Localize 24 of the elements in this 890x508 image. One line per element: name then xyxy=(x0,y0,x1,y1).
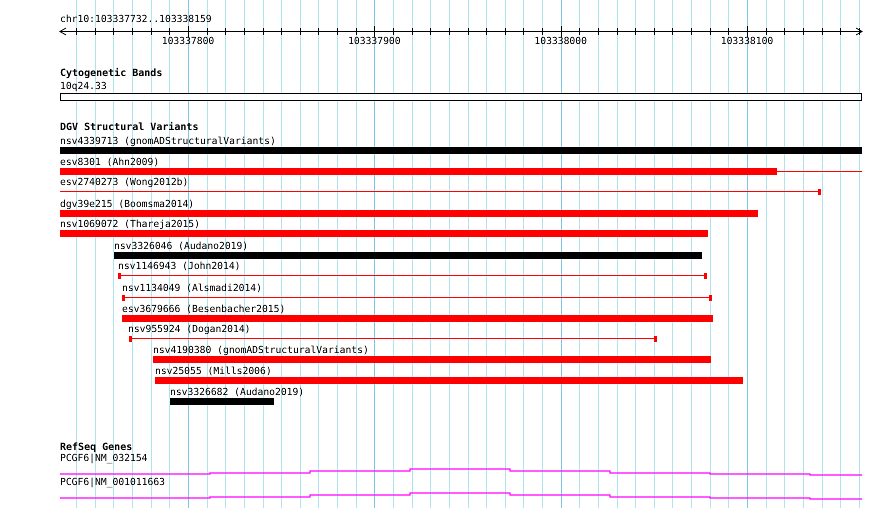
track-title: RefSeq Genes xyxy=(60,442,132,453)
axis-tick-label: 103338100 xyxy=(720,36,774,47)
variant-label: esv2740273 (Wong2012b) xyxy=(60,177,188,188)
axis-tick-label: 103338000 xyxy=(534,36,587,47)
axis-tick-label: 103337900 xyxy=(348,36,401,47)
track-title: Cytogenetic Bands xyxy=(60,68,162,79)
variant-label: esv8301 (Ahn2009) xyxy=(60,157,160,168)
variant-label: nsv1134049 (Alsmadi2014) xyxy=(122,283,262,294)
variant-label: nsv3326046 (Audano2019) xyxy=(114,241,248,252)
variant-label: nsv3326682 (Audano2019) xyxy=(170,387,304,398)
variant-label: nsv4190380 (gnomADStructuralVariants) xyxy=(153,345,369,356)
gene-label: PCGF6|NM_032154 xyxy=(60,453,148,464)
variant-label: esv3679666 (Besenbacher2015) xyxy=(122,304,286,315)
track-title: DGV Structural Variants xyxy=(60,122,198,133)
variant-label: nsv955924 (Dogan2014) xyxy=(128,324,250,335)
variant-label: dgv39e215 (Boomsma2014) xyxy=(60,199,194,210)
variant-label: nsv4339713 (gnomADStructuralVariants) xyxy=(60,136,276,147)
axis-tick-label: 103337800 xyxy=(162,36,214,47)
variant-label: nsv1146943 (John2014) xyxy=(118,261,240,272)
band-label: 10q24.33 xyxy=(60,81,107,92)
variant-label: nsv25055 (Mills2006) xyxy=(155,366,272,377)
gene-label: PCGF6|NM_001011663 xyxy=(60,477,165,488)
variant-label: nsv1069072 (Thareja2015) xyxy=(60,219,200,230)
coordinate-range: chr10:103337732..103338159 xyxy=(60,14,212,25)
